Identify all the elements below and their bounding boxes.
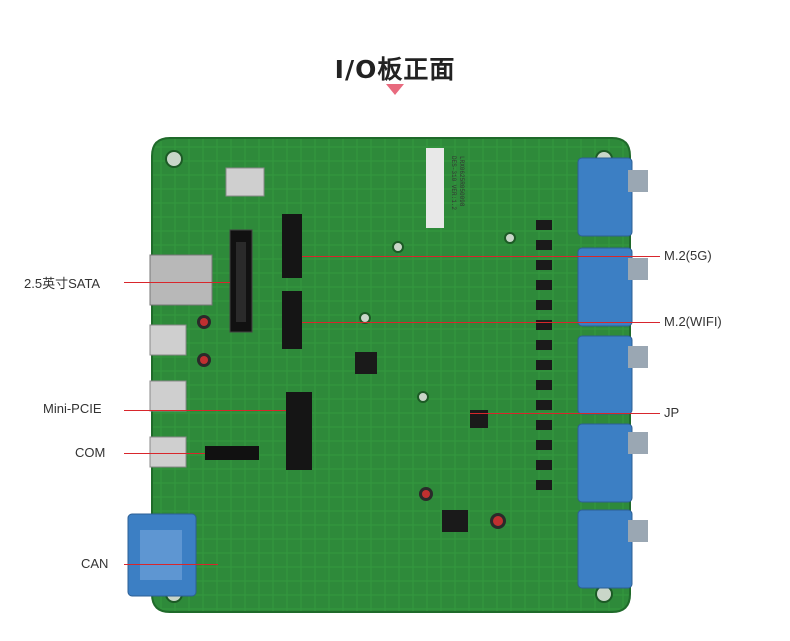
silk-text-1: DES-310 VER:1.2: [450, 156, 457, 210]
capacitor-icon: [197, 315, 506, 529]
callout-line-can: [124, 564, 218, 565]
callout-line-mini-pcie: [124, 410, 286, 411]
callout-line-m2-5g: [302, 256, 660, 257]
silk-text-2: LRX0625R050098: [458, 156, 465, 207]
sticker-label: [426, 148, 444, 228]
down-arrow-icon: [386, 84, 404, 95]
db9-screw-icon: [628, 170, 648, 542]
usb-port-icon: [225, 167, 265, 197]
callout-label-jp: JP: [664, 405, 680, 420]
com-header-icon: [205, 446, 259, 460]
can-db9-icon: [127, 513, 197, 597]
callout-line-m2-wifi: [302, 322, 660, 323]
db9-port-icon: [577, 157, 633, 589]
callout-label-com: COM: [75, 445, 106, 460]
callout-line-jp: [470, 413, 660, 414]
callout-label-m2-wifi: M.2(WIFI): [664, 314, 722, 329]
sata-slot-icon: [149, 229, 253, 333]
pcb-board: [151, 137, 631, 613]
callout-label-sata: 2.5英寸SATA: [24, 276, 101, 291]
callout-label-m2-5g: M.2(5G): [664, 248, 712, 263]
usb-port-icon: [149, 324, 187, 468]
callout-line-sata: [124, 282, 230, 283]
page-title: I/O板正面: [334, 55, 456, 84]
callout-label-can: CAN: [81, 556, 109, 571]
mini-pcie-slot-icon: [286, 392, 312, 470]
m2-slot-icon: [282, 214, 302, 349]
callout-label-mini-pcie: Mini-PCIE: [43, 401, 102, 416]
ic-chip-icon: [355, 220, 552, 532]
callout-line-com: [124, 453, 205, 454]
